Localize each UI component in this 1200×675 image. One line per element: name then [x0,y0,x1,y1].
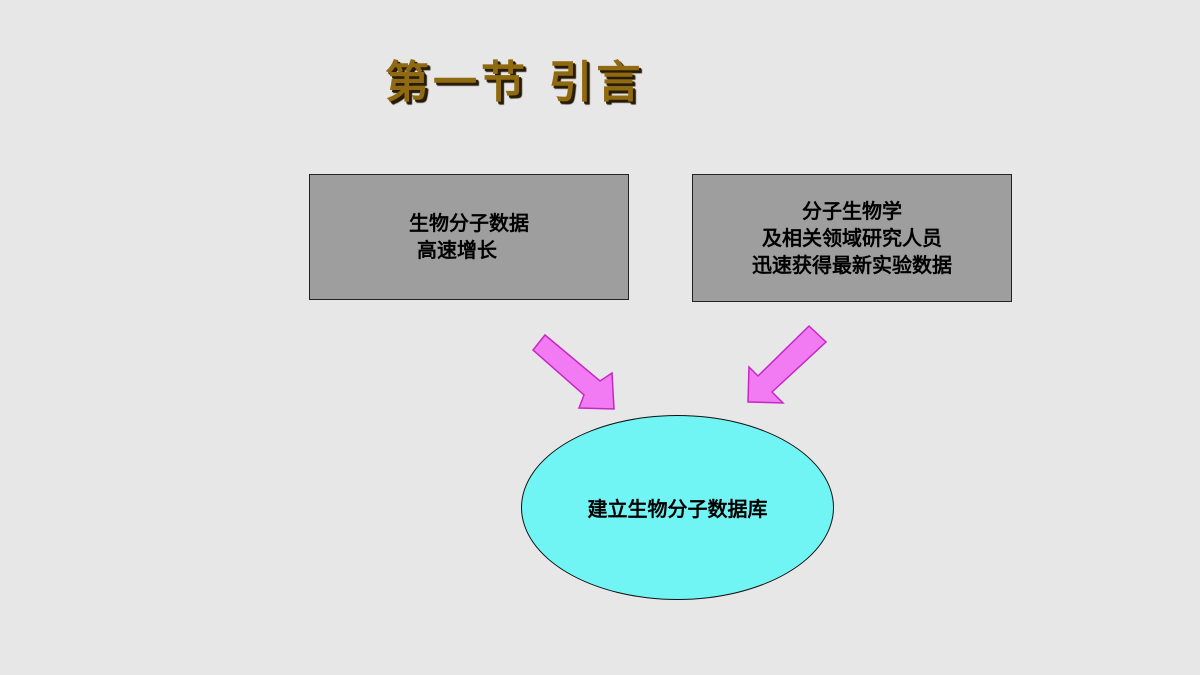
left-arrow [531,333,615,410]
researchers-box: 分子生物学 及相关领域研究人员 迅速获得最新实验数据 [692,174,1012,302]
database-ellipse: 建立生物分子数据库 [521,415,834,600]
data-growth-line-2: 高速增长 [417,238,497,262]
slide-title: 第一节 引言 [385,57,645,108]
database-label: 建立生物分子数据库 [587,497,768,521]
data-growth-line-1: 生物分子数据 [409,211,529,235]
researchers-line-2: 及相关领域研究人员 [762,225,942,250]
right-arrow [747,324,828,404]
researchers-line-1: 分子生物学 [802,198,902,223]
data-growth-box: 生物分子数据 高速增长 [309,174,629,300]
researchers-line-3: 迅速获得最新实验数据 [752,252,952,277]
